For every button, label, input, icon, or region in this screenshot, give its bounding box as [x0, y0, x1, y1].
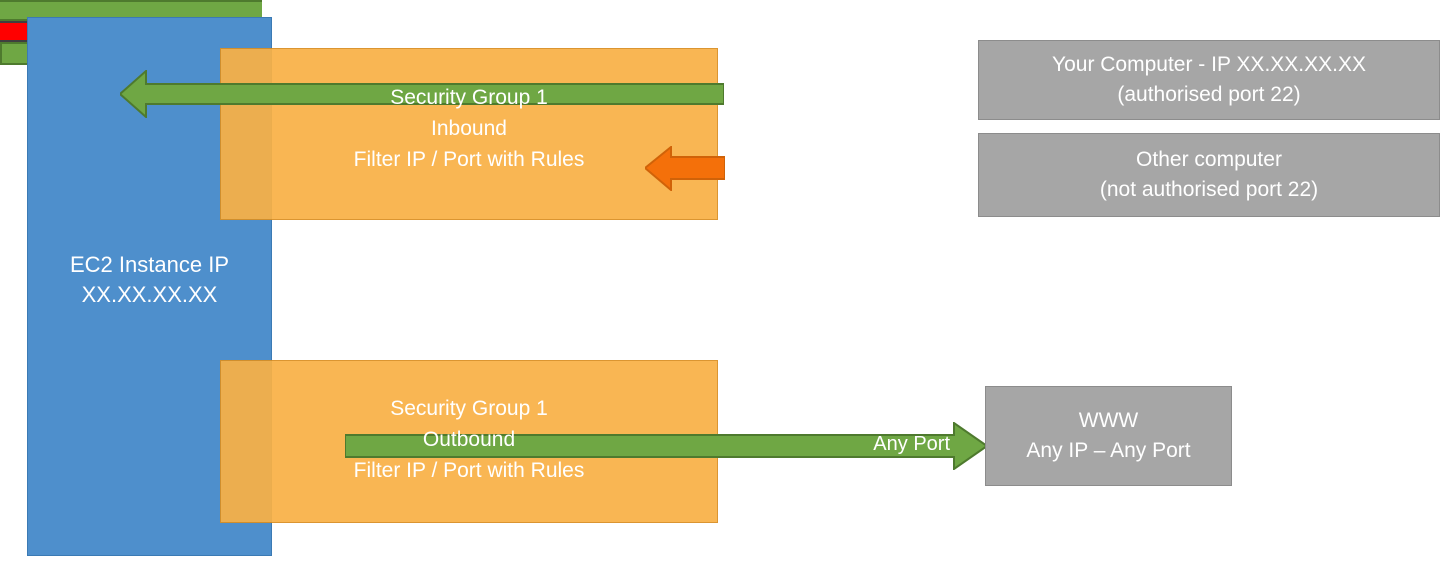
allowed-inbound-arrow-icon	[120, 70, 724, 118]
your-computer-line1: Your Computer - IP XX.XX.XX.XX	[1052, 53, 1366, 76]
blocked-inbound-port-label: Port 22	[910, 157, 975, 179]
outbound-arrow-icon	[345, 422, 987, 470]
endpoint-your-computer: Your Computer - IP XX.XX.XX.XX (authoris…	[978, 40, 1440, 120]
endpoint-other-computer: Other computer (not authorised port 22)	[978, 133, 1440, 217]
allowed-inbound-port-label: Port 22	[910, 84, 975, 106]
www-line1: WWW	[1078, 409, 1139, 432]
endpoint-www: WWW Any IP – Any Port	[985, 386, 1232, 486]
other-computer-line2: (not authorised port 22)	[1099, 178, 1319, 201]
your-computer-line2: (authorised port 22)	[1117, 83, 1301, 106]
www-line2: Any IP – Any Port	[1026, 439, 1191, 462]
blocked-inbound-arrow-icon	[645, 146, 725, 191]
other-computer-line1: Other computer	[1136, 148, 1282, 171]
security-group-inbound-box	[220, 48, 718, 220]
